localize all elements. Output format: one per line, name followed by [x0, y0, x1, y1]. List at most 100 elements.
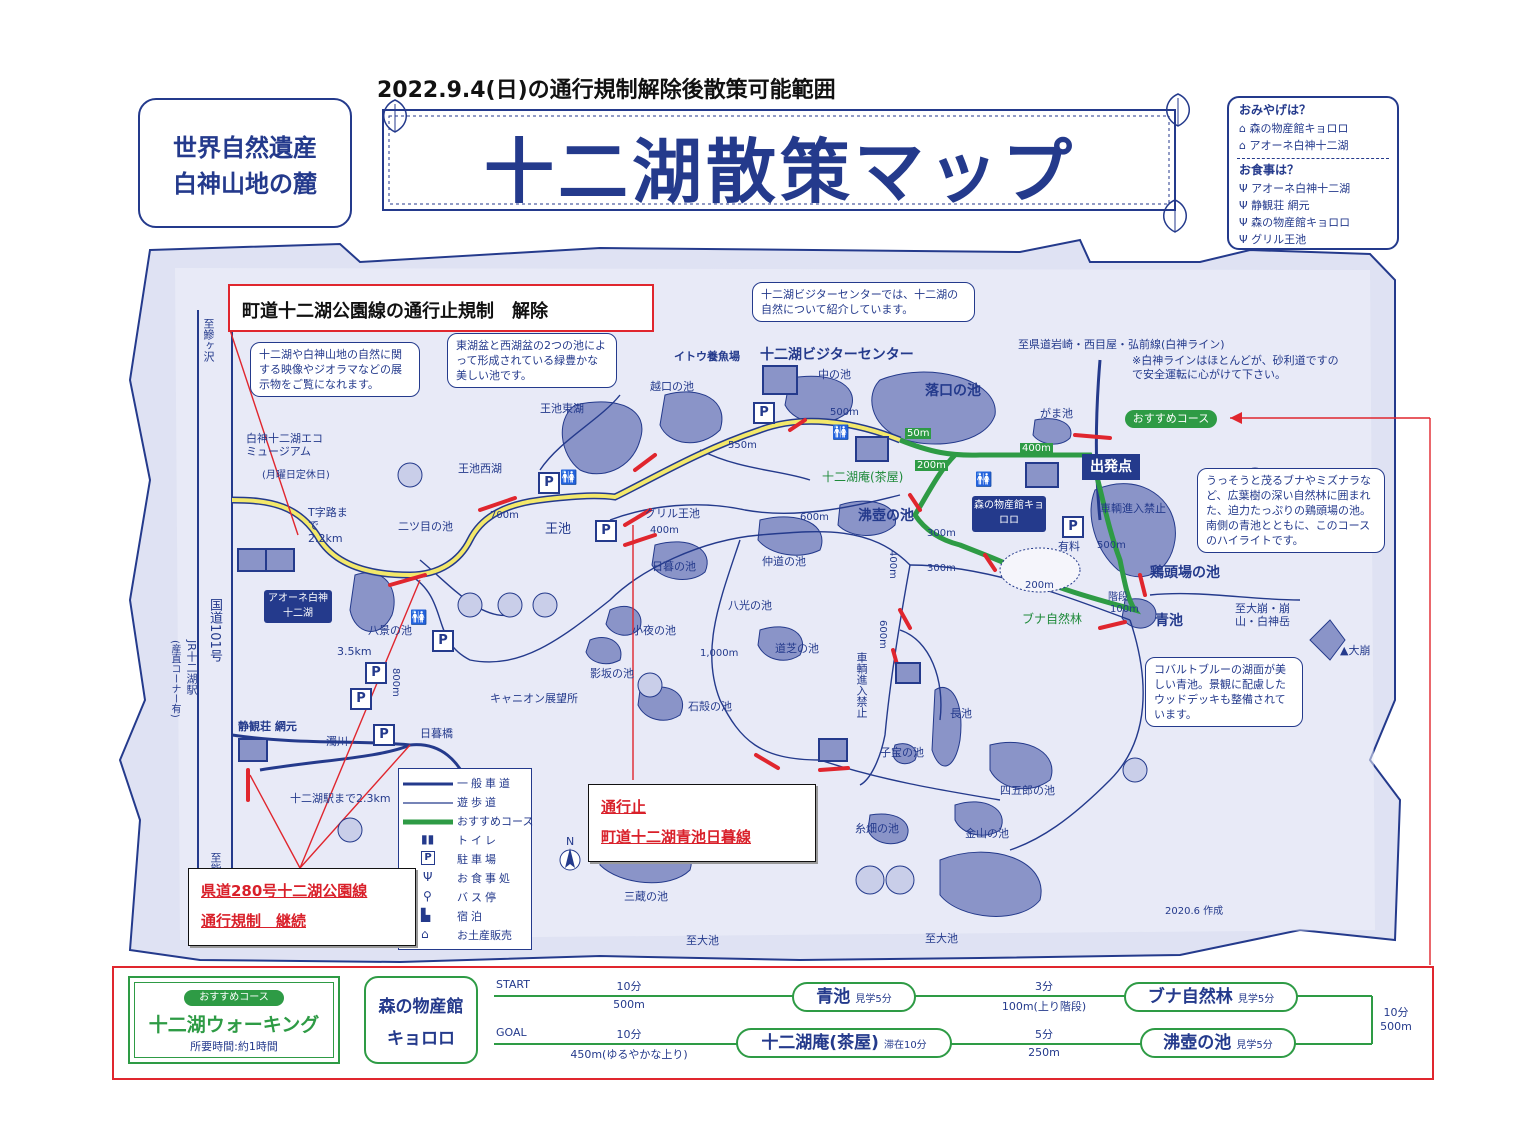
label-nagaike: 長池	[950, 707, 972, 720]
label-t-junction: T字路まで2.2km	[308, 506, 348, 545]
legend-item: 遊歩道	[399, 794, 529, 811]
pond-koshiguchi	[659, 391, 723, 444]
route-note: ※白神ラインはほとんどが、砂利道ですので安全運転に心がけて下さい。	[1132, 354, 1339, 381]
label-paid: 有料	[1058, 540, 1080, 553]
title-banner: 十二湖散策マップ	[375, 100, 1185, 220]
legend-item: ⚲ バス停	[423, 889, 499, 904]
trail-line-icon	[403, 802, 453, 804]
label-kodakara: 子宝の池	[880, 746, 924, 759]
label-higure: 日暮の池	[652, 560, 696, 573]
souvenir-icon: ⌂	[421, 927, 429, 941]
label-koshiguchi: 越口の池	[650, 380, 694, 393]
notice-closed: 通行止 町道十二湖青池日暮線	[588, 784, 816, 862]
toilet-icon: 🚻	[975, 472, 993, 488]
walking-duration: 所要時間:約1時間	[190, 1040, 278, 1053]
pond-kodakara	[892, 743, 917, 765]
souvenir-item: ⌂ アオーネ白神十二湖	[1239, 139, 1349, 152]
label-no-entry: 車輌進入禁止	[1100, 502, 1166, 515]
label-gama: がま池	[1040, 407, 1073, 420]
walking-badge-tag: おすすめコース	[184, 990, 284, 1006]
distance-label: 300m	[927, 528, 956, 539]
distance-label: 500m	[1097, 540, 1126, 551]
walking-start-box: 森の物産館 キョロロ	[364, 976, 478, 1064]
legend-item: ⌂ お土産販売	[421, 927, 512, 942]
toilet-icon: 🚻	[560, 470, 578, 486]
lodging-icon: ▙	[421, 908, 431, 922]
beech-forest-area	[999, 547, 1081, 593]
meals-list: Ψ アオーネ白神十二湖 Ψ 静観荘 網元 Ψ 森の物産館キョロロ Ψ グリル王池	[1239, 180, 1350, 248]
distance-label: 400m	[887, 550, 898, 579]
label-3-5km: 3.5km	[337, 645, 372, 658]
dining-icon: Ψ	[423, 870, 433, 884]
aoike-callout: コバルトブルーの湖面が美しい青池。景観に配慮したウッドデッキも整備されています。	[1145, 657, 1303, 727]
walking-start-label: START	[496, 978, 530, 991]
walking-course-panel: おすすめコース 十二湖ウォーキング 所要時間:約1時間 森の物産館 キョロロ S…	[112, 966, 1434, 1080]
pond-nakamichi	[757, 516, 823, 556]
walking-leg-distance: 450m(ゆるやかな上り)	[570, 1048, 688, 1061]
parking-icon: P	[1062, 516, 1084, 538]
distance-label: 200m	[1025, 580, 1054, 591]
legend-item: おすすめコース	[399, 813, 533, 830]
pond-higure	[651, 541, 708, 580]
label-jr-station: JR十二湖駅	[185, 640, 198, 695]
label-chaya: 十二湖庵(茶屋)	[822, 470, 904, 484]
tree-icon	[337, 817, 363, 843]
leaf-icon	[383, 99, 407, 133]
notice-lifted-text: 町道十二湖公園線の通行止規制 解除	[242, 301, 548, 322]
notice-closed-line-2: 町道十二湖青池日暮線	[601, 828, 752, 846]
label-hakkei: 八景の池	[368, 624, 412, 637]
heritage-line-2: 白神山地の麓	[173, 170, 317, 198]
distance-label: 100m	[1110, 604, 1139, 615]
label-museum-note: (月曜日定休日)	[262, 470, 330, 481]
pond-waitsubo	[837, 500, 896, 536]
pond-naka	[784, 375, 853, 424]
tree-icon	[855, 865, 885, 895]
distance-label: 200m	[915, 460, 948, 471]
tree-icon	[397, 462, 423, 488]
notice-continued-line-2: 通行規制 継続	[201, 912, 307, 930]
pond-itohata	[867, 813, 909, 845]
walking-leg-time: 5分	[1035, 1028, 1053, 1041]
road-line-icon	[403, 782, 453, 786]
label-produce-corner: (産直コーナー有)	[169, 640, 180, 718]
label-kaidan: 階段	[1108, 592, 1128, 603]
walking-leg-distance: 500m	[613, 998, 645, 1011]
bus-stop-icon: ⚲	[423, 889, 432, 903]
souvenir-item: ⌂ 森の物産館キョロロ	[1239, 122, 1349, 135]
parking-icon: P	[365, 662, 387, 684]
leaf-icon	[1166, 93, 1190, 127]
heritage-line-1: 世界自然遺産	[173, 134, 317, 162]
label-naka: 中の池	[818, 368, 851, 381]
beech-callout: うっそうと茂るブナやミズナラなど、広葉樹の深い自然林に囲まれた、迫力たっぷりの鶏…	[1197, 468, 1385, 553]
pond-kinzan	[954, 801, 1003, 836]
visitor-center-building-icon	[762, 365, 798, 395]
walking-leg-distance: 250m	[1028, 1046, 1060, 1059]
info-box: おみやげは？ ⌂ 森の物産館キョロロ ⌂ アオーネ白神十二湖 お食事は？ Ψ ア…	[1227, 96, 1399, 250]
label-seikanso: 静観荘 網元	[238, 720, 297, 733]
parking-icon: P	[432, 630, 454, 652]
walking-leg-distance: 100m(上り階段)	[1001, 1000, 1087, 1013]
course-line-icon	[403, 819, 453, 825]
hut-building-icon	[895, 662, 921, 684]
label-itohata: 糸畑の池	[855, 822, 899, 835]
walking-stop-aoike: 青池 見学5分	[792, 982, 916, 1012]
tree-icon	[457, 592, 483, 618]
label-ito-farm: イトウ養魚場	[674, 350, 740, 363]
notice-continued: 県道280号十二湖公園線 通行規制 継続	[188, 868, 416, 946]
pond-keitoba	[1090, 483, 1176, 578]
label-ooike: 王池	[545, 522, 572, 537]
label-keitoba: 鶏頭場の池	[1150, 565, 1220, 581]
distance-label: 400m	[650, 525, 679, 536]
recommended-course-tag: おすすめコース	[1125, 410, 1217, 428]
toilet-icon: ▮▮	[421, 832, 435, 846]
walking-leg-time: 3分	[1035, 980, 1053, 993]
tree-icon	[1122, 757, 1148, 783]
distance-label: 300m	[927, 563, 956, 574]
meal-item: Ψ 静観荘 網元	[1239, 199, 1310, 212]
pond-kagesaka	[585, 637, 622, 665]
meal-item: Ψ グリル王池	[1239, 233, 1307, 246]
label-juniko-station: 十二湖駅まで2.3km	[290, 792, 391, 805]
pond-ochiguchi	[871, 371, 996, 445]
parking-icon: P	[538, 472, 560, 494]
label-kagawa: 濁川	[326, 735, 348, 748]
